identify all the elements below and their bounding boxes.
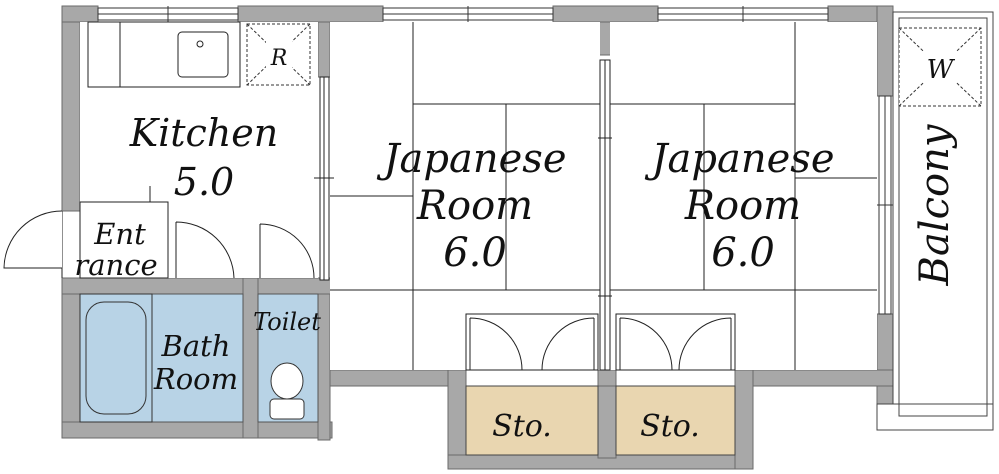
entrance-line2: rance — [74, 248, 157, 282]
wall-top-c — [552, 5, 659, 23]
kitchen-counter — [87, 21, 241, 88]
wall-kitchen-jr1 — [317, 21, 331, 78]
bath-door — [175, 221, 235, 279]
wall-left-upper — [61, 5, 81, 212]
wall-sto-left — [447, 369, 467, 470]
jr1-line2: Room — [416, 183, 533, 229]
balcony-label: Balcony — [912, 123, 958, 286]
jr2-floor — [610, 22, 877, 370]
bathtub — [79, 293, 153, 423]
closet-doors — [465, 313, 736, 371]
wall-bath-toilet — [242, 277, 259, 439]
wall-sto-right — [734, 369, 754, 470]
wall-kitchen-jr1-lower — [317, 279, 331, 441]
refrigerator-label: R — [270, 46, 288, 71]
jr2-line1: Japanese — [645, 136, 835, 182]
storage-2-floor — [615, 385, 736, 456]
wall-bottom-step-1 — [317, 369, 449, 387]
jr2-line2: Room — [684, 183, 801, 229]
entrance — [3, 186, 315, 279]
wall-left-lower — [61, 277, 81, 439]
jr1-line1: Japanese — [377, 136, 567, 182]
entrance-door — [3, 210, 63, 269]
tatami-mats — [330, 22, 877, 370]
toilet-name: Toilet — [253, 308, 321, 336]
wall-top-b — [237, 5, 384, 23]
bath-line2: Room — [153, 362, 238, 396]
toilet-fixture — [269, 362, 305, 420]
wall-bottom-step-2 — [734, 369, 894, 387]
jr2-size: 6.0 — [711, 230, 775, 276]
kitchen-name: Kitchen — [129, 111, 279, 155]
wall-right-upper — [876, 5, 894, 97]
refrigerator-space: R — [246, 23, 311, 86]
wall-top-a — [61, 5, 99, 23]
windows — [97, 6, 893, 315]
wall-sto-mid — [597, 385, 617, 459]
storage-1-floor — [465, 385, 599, 456]
storage-1-label: Sto. — [492, 409, 552, 444]
sliding-doors — [314, 59, 612, 371]
kitchen-size: 5.0 — [174, 160, 234, 204]
entrance-line1: Ent — [93, 217, 146, 251]
room-labels: Kitchen 5.0 Ent rance Bath Room Toilet J… — [74, 111, 958, 444]
sink — [177, 31, 229, 78]
jr1-size: 6.0 — [443, 230, 507, 276]
wall-right-lower — [876, 313, 894, 405]
washer-label: W — [927, 55, 956, 85]
storage-2-label: Sto. — [640, 409, 700, 444]
bath-line1: Bath — [161, 329, 231, 363]
toilet-door — [259, 223, 315, 279]
balcony: W — [876, 11, 994, 431]
wall-bottom-left — [61, 421, 333, 439]
wall-bottom-step-mid — [597, 369, 617, 387]
entrance-floor — [79, 201, 169, 279]
